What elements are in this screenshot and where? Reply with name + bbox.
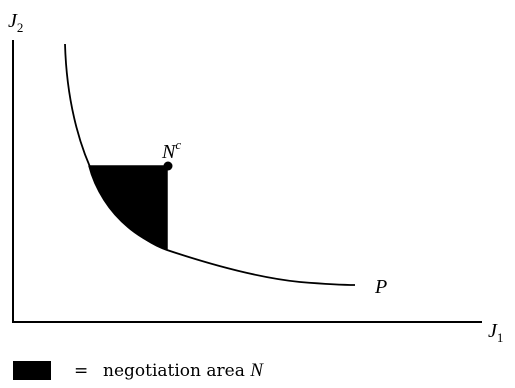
legend-label: negotiation area: [103, 361, 250, 381]
point-label: Nc: [161, 137, 181, 163]
pareto-curve: [64, 43, 356, 286]
legend-swatch: [13, 361, 51, 380]
y-axis-label-subscript: 2: [17, 20, 24, 35]
point-label-superscript: c: [175, 137, 181, 152]
legend-text: negotiation area N: [103, 360, 264, 381]
y-axis-label: J2: [8, 10, 23, 35]
negotiation-area: [88, 165, 168, 250]
point-nc-marker: [163, 161, 173, 171]
point-label-main: N: [161, 141, 177, 163]
y-axis-label-main: J: [8, 10, 18, 32]
curve-label: P: [374, 276, 387, 298]
legend-symbol: N: [249, 360, 264, 381]
legend-equals: =: [74, 361, 88, 381]
x-axis-label-subscript: 1: [497, 330, 504, 345]
x-axis-label: J1: [488, 320, 503, 345]
x-axis-label-main: J: [488, 320, 498, 342]
